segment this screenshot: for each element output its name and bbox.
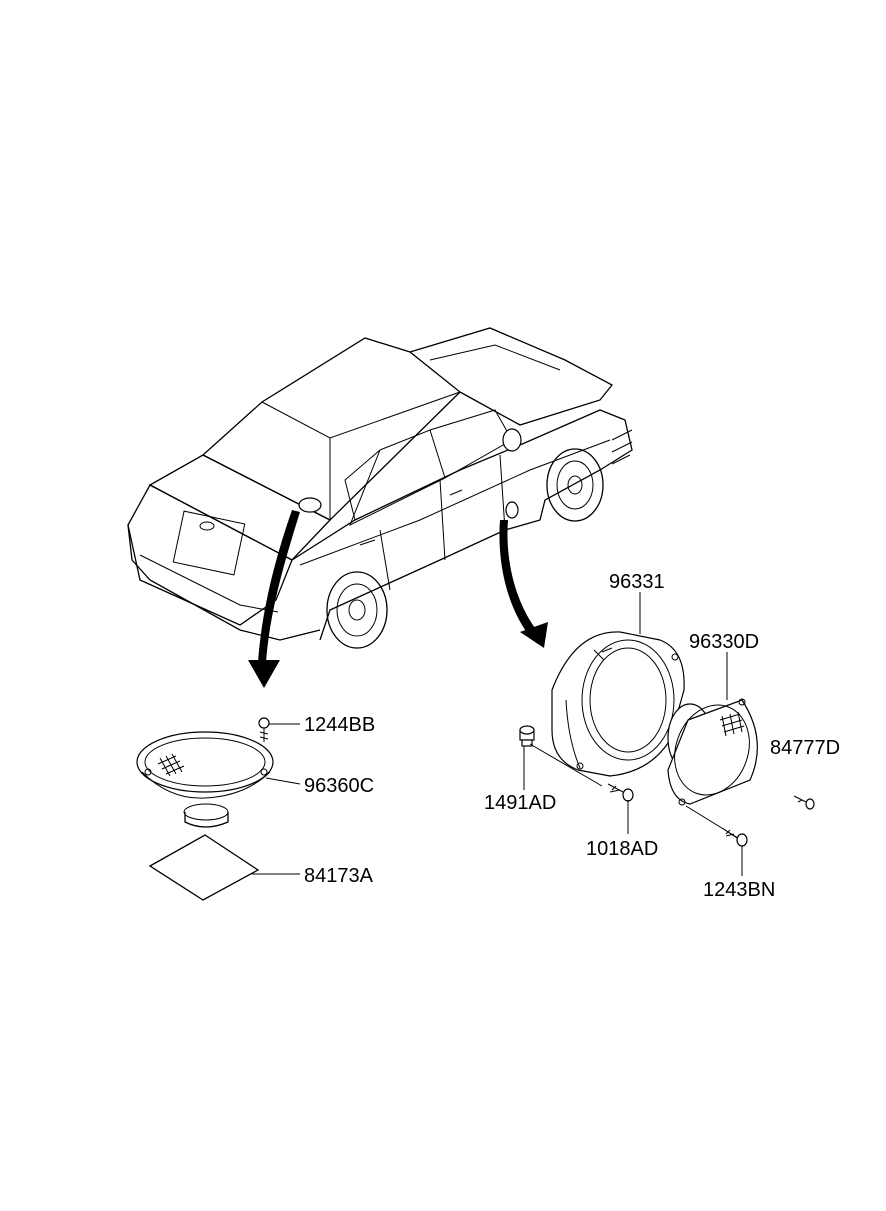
speaker-96330D-icon bbox=[667, 698, 758, 806]
screw-1244BB-icon bbox=[258, 717, 270, 742]
arrow-door-speaker bbox=[499, 520, 548, 648]
part-label-96331: 96331 bbox=[609, 571, 665, 593]
pad-84173A-icon bbox=[148, 834, 260, 901]
door-speaker-assembly bbox=[519, 592, 815, 876]
part-label-96360C: 96360C bbox=[304, 775, 374, 797]
car-illustration bbox=[127, 327, 633, 649]
grille-mesh-icon bbox=[719, 711, 745, 737]
speaker-96360C-icon bbox=[136, 731, 274, 828]
part-label-96330D: 96330D bbox=[689, 631, 759, 653]
screw-1018AD-icon bbox=[607, 783, 634, 802]
part-label-1018AD: 1018AD bbox=[586, 838, 658, 860]
part-label-1491AD: 1491AD bbox=[484, 792, 556, 814]
rear-speaker-assembly bbox=[136, 717, 301, 901]
grille-mesh-icon bbox=[157, 753, 185, 777]
clip-1491AD-icon bbox=[519, 725, 535, 747]
screw-84777D-icon bbox=[793, 795, 815, 810]
part-label-1243BN: 1243BN bbox=[703, 879, 775, 901]
part-label-84777D: 84777D bbox=[770, 737, 840, 759]
part-label-84173A: 84173A bbox=[304, 865, 374, 887]
front-door-speaker-location-upper bbox=[502, 428, 522, 452]
arrow-rear-speaker bbox=[248, 510, 300, 688]
front-door-speaker-location bbox=[505, 501, 519, 519]
rear-shelf-speaker-location bbox=[298, 497, 322, 513]
bracket-96331-icon bbox=[551, 631, 685, 777]
part-label-1244BB: 1244BB bbox=[304, 714, 375, 736]
